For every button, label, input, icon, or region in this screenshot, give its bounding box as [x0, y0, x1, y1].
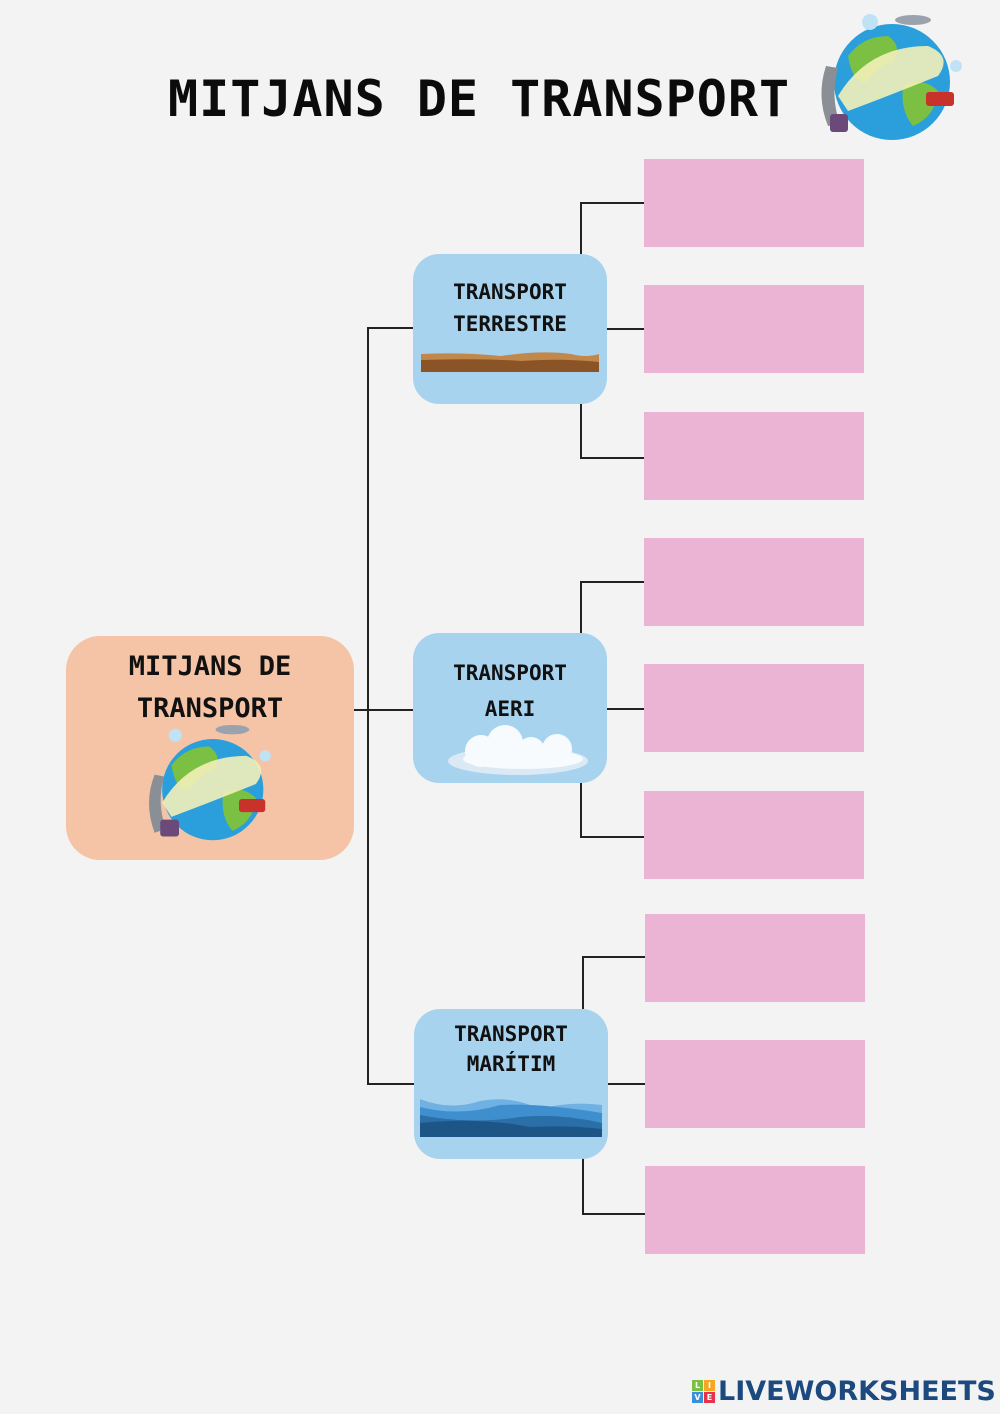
answer-box[interactable]: [644, 159, 864, 247]
globe-transport-icon: [149, 724, 271, 841]
globe-transport-icon: [821, 14, 962, 140]
connector-line: [582, 956, 645, 958]
brand-name: LIVEWORKSHEETS: [718, 1376, 996, 1407]
answer-box[interactable]: [644, 664, 864, 752]
connector-line: [367, 1083, 415, 1085]
page-title: MITJANS DE TRANSPORT: [168, 70, 791, 128]
answer-box[interactable]: [644, 285, 864, 373]
waves-icon: [420, 1099, 602, 1137]
connector-line: [606, 708, 644, 710]
connector-line: [606, 328, 644, 330]
answer-box[interactable]: [644, 412, 864, 500]
cloud-icon: [448, 725, 588, 775]
connector-line: [367, 327, 369, 1084]
root-node: MITJANS DE TRANSPORT: [66, 636, 354, 860]
answer-box[interactable]: [645, 1040, 865, 1128]
connector-line: [580, 404, 582, 458]
category-label-line2: TERRESTRE: [453, 312, 567, 336]
connector-line: [580, 581, 582, 633]
mark-letter: L: [692, 1380, 703, 1391]
connector-line: [580, 202, 582, 254]
mark-letter: I: [704, 1380, 715, 1391]
category-label: TRANSPORT AERI: [413, 655, 607, 727]
category-label-line2: AERI: [484, 697, 536, 721]
category-label-line1: TRANSPORT: [454, 1022, 568, 1046]
connector-line: [582, 1158, 584, 1214]
mark-letter: E: [704, 1392, 715, 1403]
mark-letter: V: [692, 1392, 703, 1403]
category-label: TRANSPORT MARÍTIM: [414, 1019, 608, 1079]
answer-box[interactable]: [645, 1166, 865, 1254]
ground-icon: [421, 352, 599, 372]
category-node-terrestre: TRANSPORT TERRESTRE: [413, 254, 607, 404]
category-node-maritim: TRANSPORT MARÍTIM: [414, 1009, 608, 1159]
answer-box[interactable]: [644, 791, 864, 879]
connector-line: [580, 783, 582, 837]
connector-line: [354, 709, 414, 711]
connector-line: [582, 956, 584, 1009]
category-node-aeri: TRANSPORT AERI: [413, 633, 607, 783]
connector-line: [582, 1213, 645, 1215]
liveworksheets-logo: L I V E LIVEWORKSHEETS: [692, 1376, 996, 1407]
answer-box[interactable]: [644, 538, 864, 626]
category-label-line2: MARÍTIM: [466, 1052, 556, 1076]
connector-line: [580, 836, 644, 838]
root-label-line2: TRANSPORT: [136, 693, 284, 724]
root-label-line1: MITJANS DE: [128, 651, 292, 682]
connector-line: [580, 581, 644, 583]
connector-line: [607, 1083, 645, 1085]
connector-line: [367, 327, 414, 329]
live-mark-icon: L I V E: [692, 1380, 715, 1403]
category-label-line1: TRANSPORT: [453, 280, 567, 304]
connector-line: [580, 457, 644, 459]
category-label-line1: TRANSPORT: [453, 661, 567, 685]
answer-box[interactable]: [645, 914, 865, 1002]
connector-line: [580, 202, 644, 204]
root-label: MITJANS DE TRANSPORT: [66, 646, 354, 730]
category-label: TRANSPORT TERRESTRE: [413, 276, 607, 340]
